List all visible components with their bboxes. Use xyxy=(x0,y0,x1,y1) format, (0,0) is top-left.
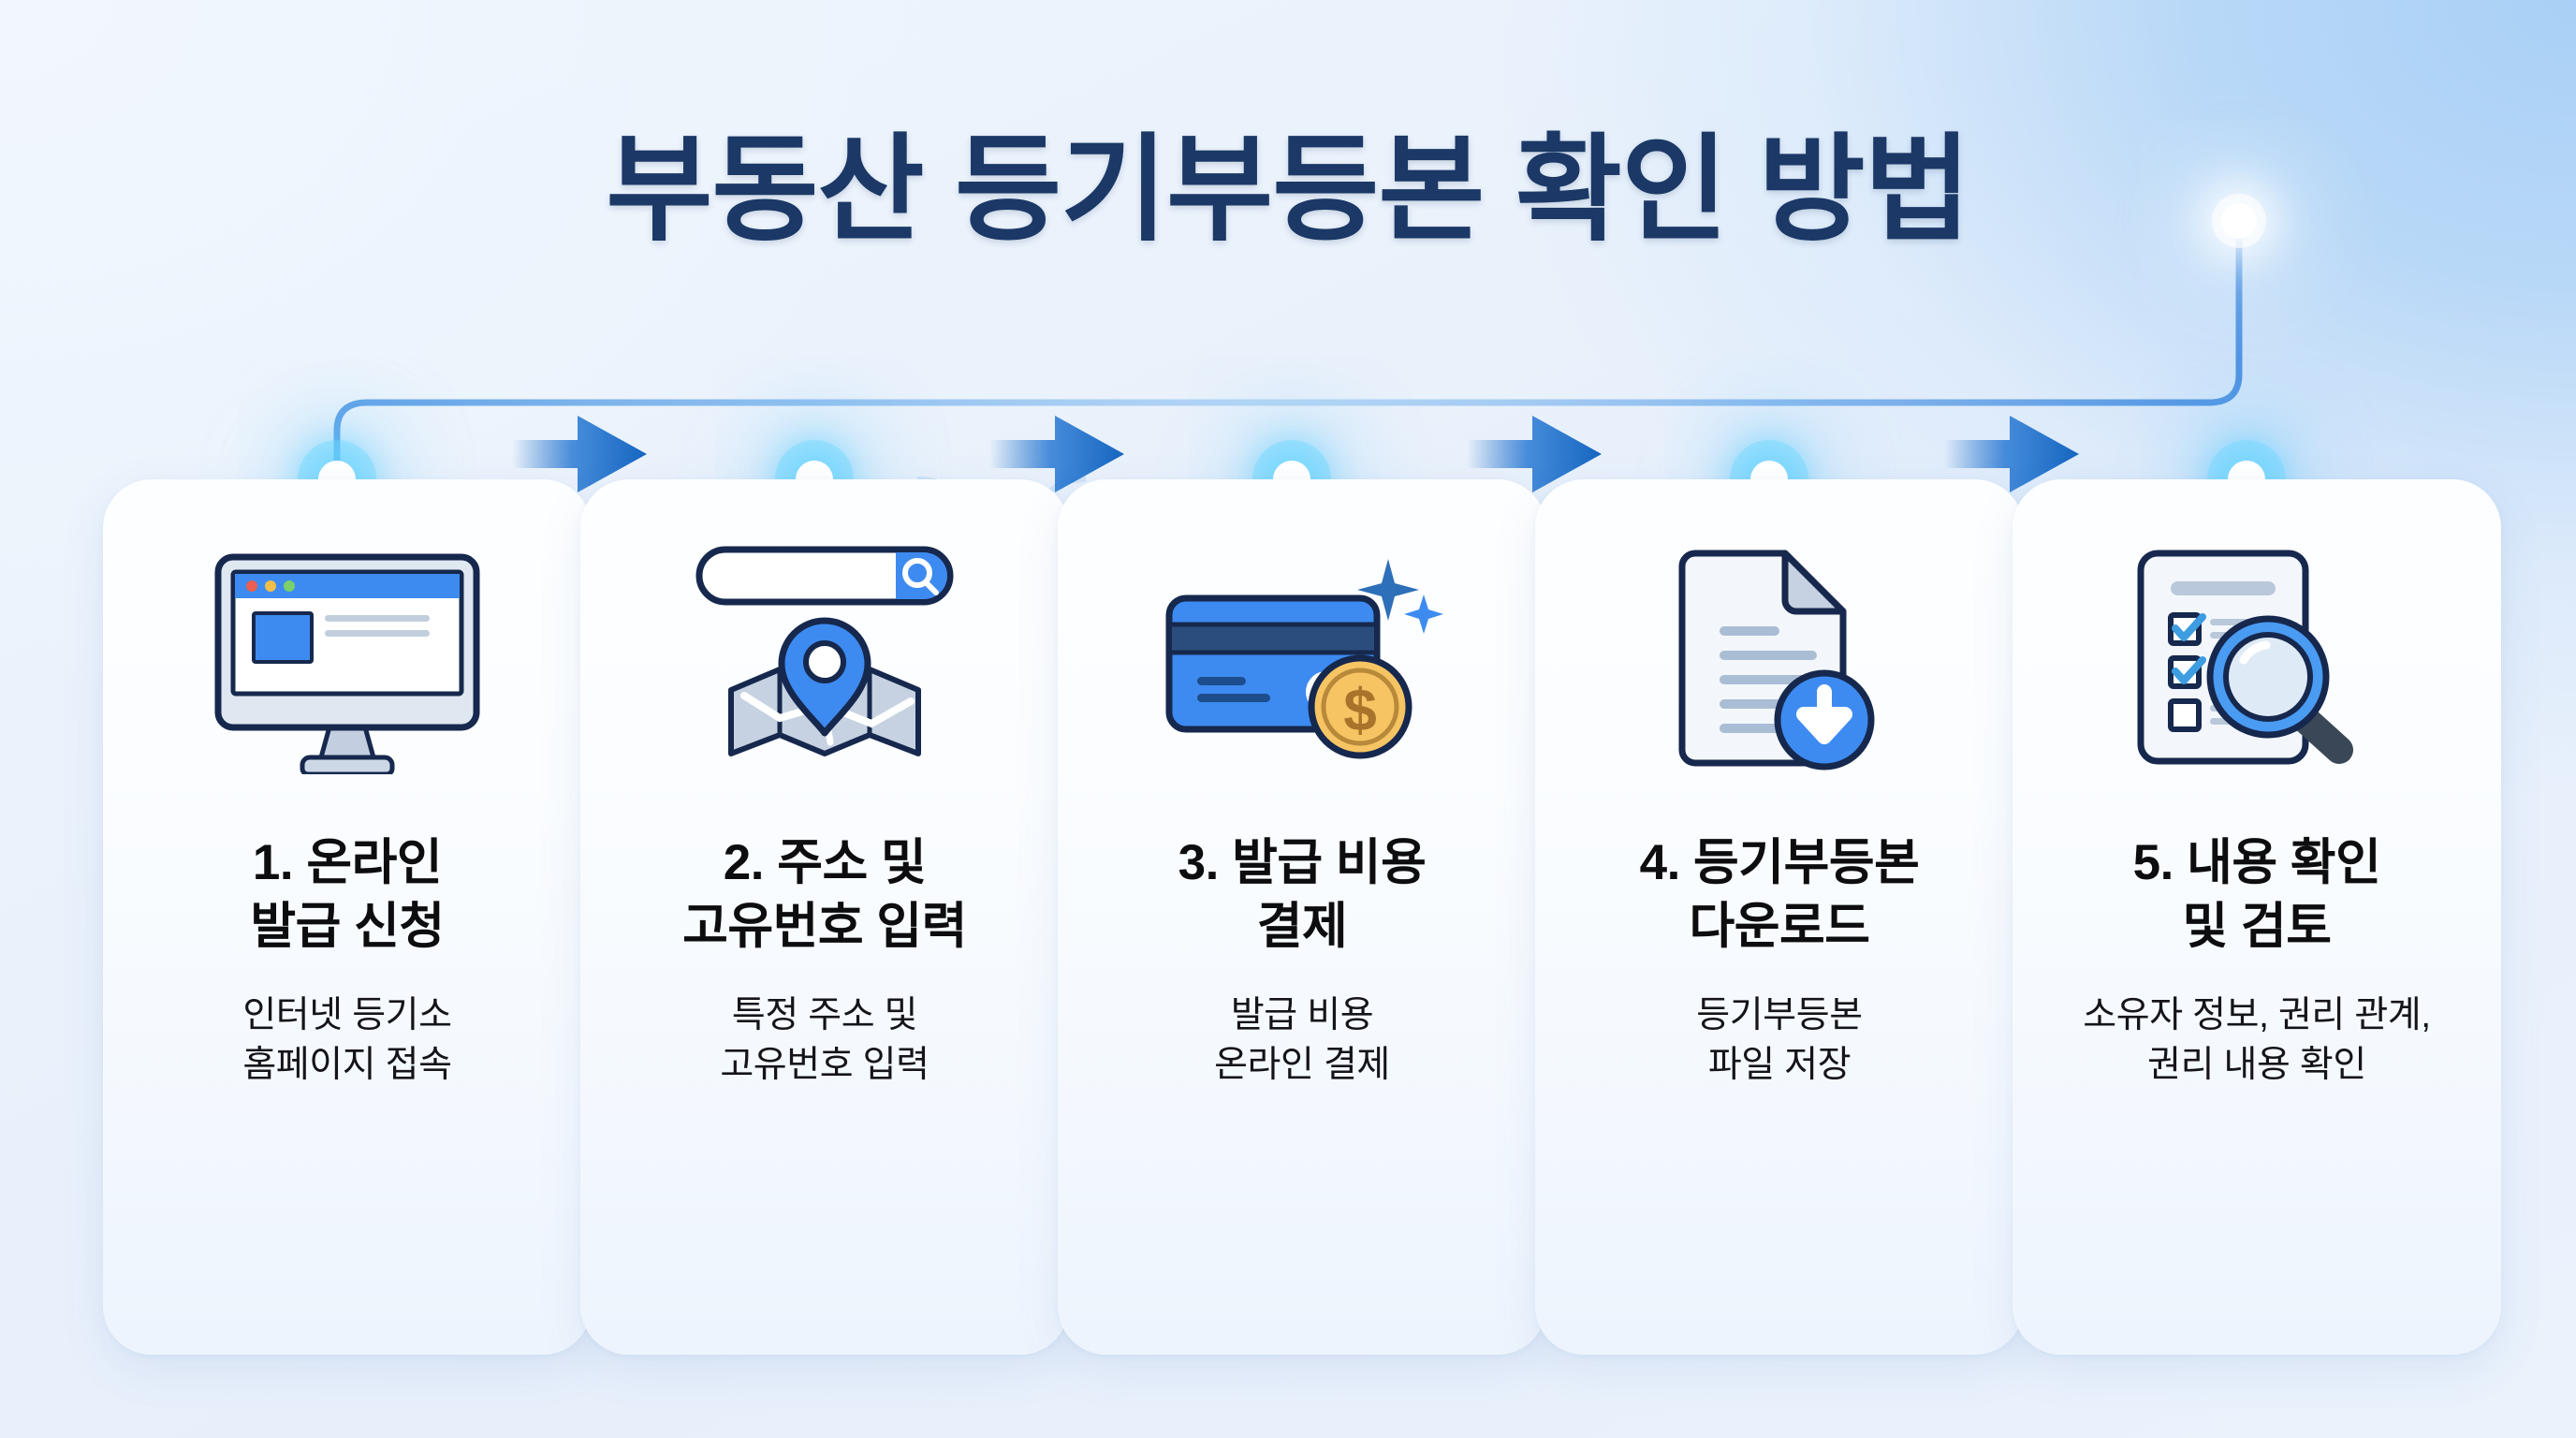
page-title: 부동산 등기부등본 확인 방법 xyxy=(606,125,1970,255)
flow-node-top xyxy=(2221,203,2257,239)
credit-card-coin-icon: $ xyxy=(1148,545,1456,770)
checklist-magnifier-icon xyxy=(2102,545,2411,770)
step-title: 3. 발급 비용 결제 xyxy=(1178,835,1427,954)
flow-arrow-4-to-5 xyxy=(1944,416,2079,492)
document-download-icon xyxy=(1625,545,1934,770)
steps-row: 1. 온라인 발급 신청 인터넷 등기소 홈페이지 접속 xyxy=(0,479,2576,1438)
step-title: 5. 내용 확인 및 검토 xyxy=(2132,835,2381,954)
flow-arrow-3-to-4 xyxy=(1467,416,1602,492)
step-title: 1. 온라인 발급 신청 xyxy=(250,835,445,954)
flow-arrow-1-to-2 xyxy=(512,416,647,492)
flow-arrow-2-to-3 xyxy=(989,416,1124,492)
step-card-2[interactable]: 2. 주소 및 고유번호 입력 특정 주소 및 고유번호 입력 xyxy=(580,479,1069,1355)
step-title: 2. 주소 및 고유번호 입력 xyxy=(682,835,967,954)
svg-text:$: $ xyxy=(1343,676,1377,743)
step-title: 4. 등기부등본 다운로드 xyxy=(1639,835,1920,954)
step-desc: 발급 비용 온라인 결제 xyxy=(1214,994,1390,1086)
step-desc: 등기부등본 파일 저장 xyxy=(1696,994,1863,1086)
step-desc: 인터넷 등기소 홈페이지 접속 xyxy=(242,994,452,1086)
step-card-5[interactable]: 5. 내용 확인 및 검토 소유자 정보, 권리 관계, 권리 내용 확인 xyxy=(2012,479,2501,1355)
search-map-pin-icon xyxy=(670,545,979,770)
monitor-browser-icon xyxy=(193,545,502,774)
step-card-3[interactable]: $ 3. 발급 비용 결제 발급 비용 온라인 결제 xyxy=(1058,479,1546,1355)
step-desc: 소유자 정보, 권리 관계, 권리 내용 확인 xyxy=(2083,994,2431,1086)
step-desc: 특정 주소 및 고유번호 입력 xyxy=(720,994,929,1086)
step-card-4[interactable]: 4. 등기부등본 다운로드 등기부등본 파일 저장 xyxy=(1535,479,2024,1355)
step-card-1[interactable]: 1. 온라인 발급 신청 인터넷 등기소 홈페이지 접속 xyxy=(103,479,592,1355)
